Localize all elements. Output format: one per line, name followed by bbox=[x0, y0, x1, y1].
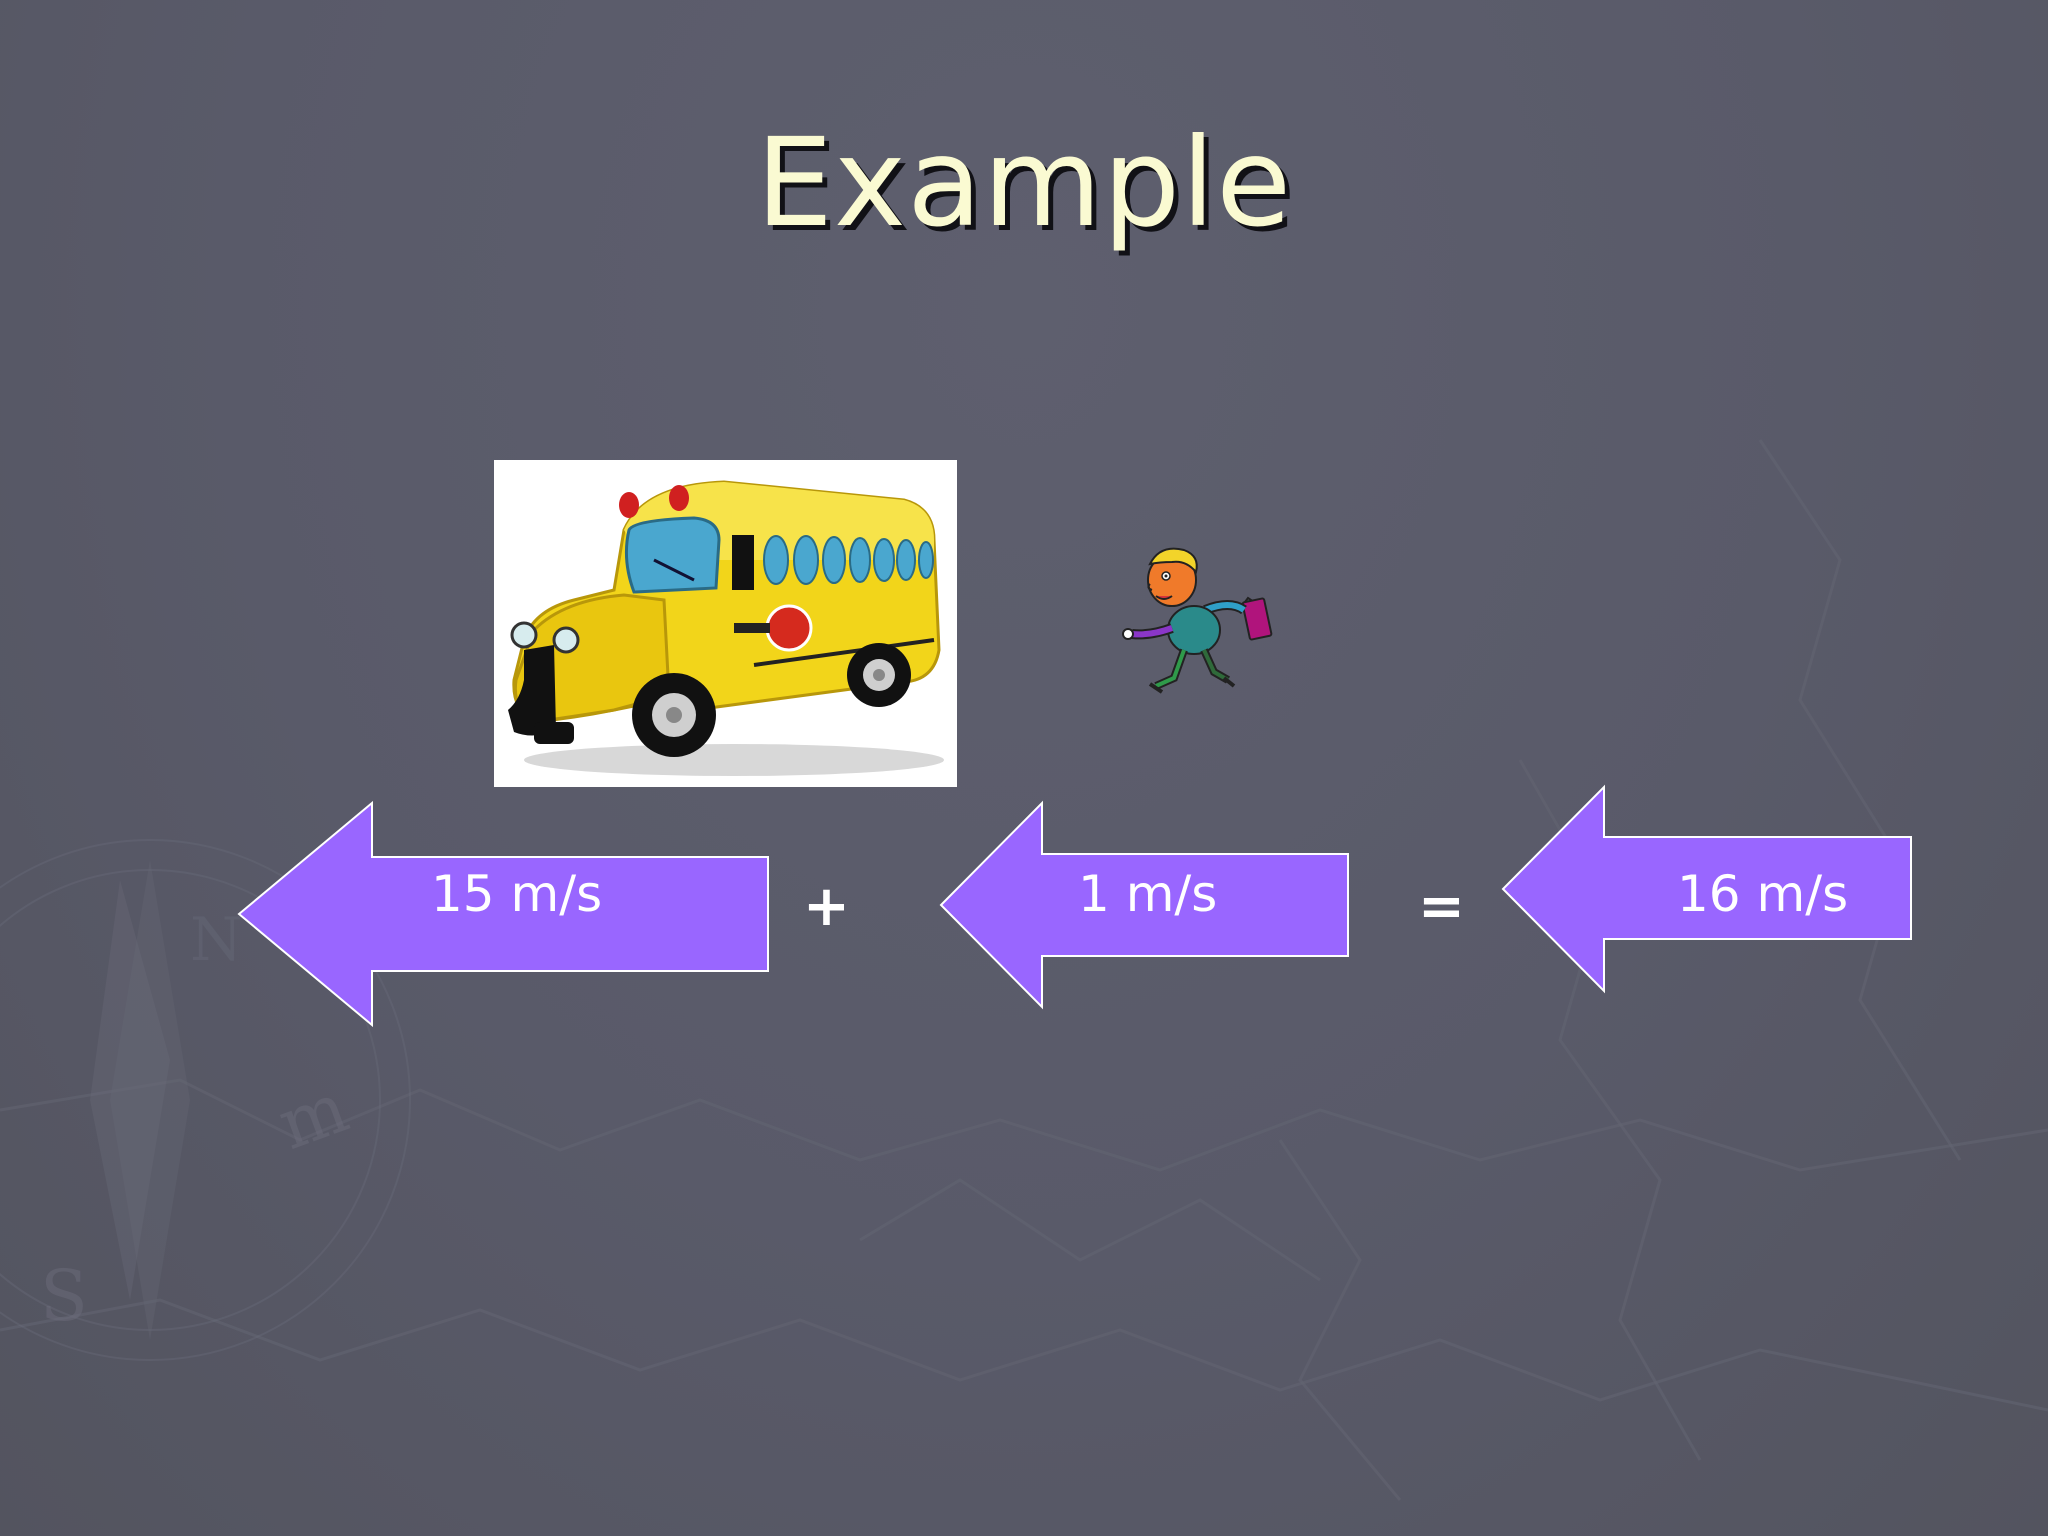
bus-velocity-label: 15 m/s bbox=[431, 865, 603, 923]
left-arrow-icon bbox=[237, 800, 769, 1028]
walker-velocity-label: 1 m/s bbox=[1078, 865, 1218, 923]
svg-text:S: S bbox=[40, 1255, 88, 1337]
left-arrow-icon bbox=[939, 800, 1349, 1010]
walking-student-image bbox=[1110, 540, 1280, 700]
walker-velocity-arrow: 1 m/s bbox=[938, 800, 1351, 1010]
school-bus-image bbox=[494, 460, 957, 787]
walking-student-icon bbox=[1122, 547, 1273, 694]
equals-sign: = bbox=[1418, 874, 1465, 939]
slide-title: Example bbox=[755, 112, 1293, 254]
bus-velocity-arrow: 15 m/s bbox=[236, 800, 771, 1028]
plus-sign: + bbox=[803, 874, 850, 939]
result-velocity-label: 16 m/s bbox=[1677, 865, 1849, 923]
school-bus-icon bbox=[508, 480, 944, 776]
result-velocity-arrow: 16 m/s bbox=[1500, 784, 1914, 994]
svg-text:N: N bbox=[190, 905, 243, 975]
left-arrow-icon bbox=[1501, 784, 1912, 994]
svg-text:m: m bbox=[268, 1066, 358, 1166]
